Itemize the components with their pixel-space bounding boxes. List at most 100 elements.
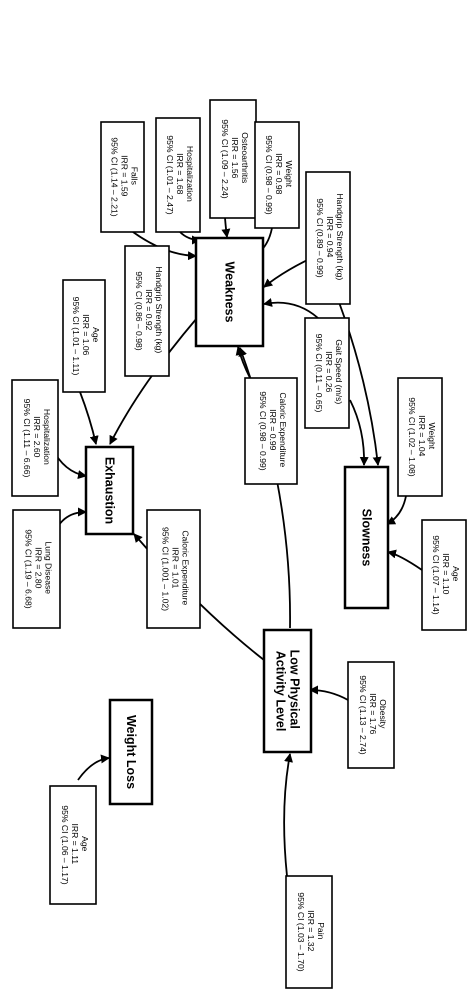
factor-hosp-weak-ci: 95% CI (1.01 – 2.47) <box>165 135 175 214</box>
factor-falls-name: Falls <box>130 167 140 185</box>
factor-osteo-name: Osteoarthritis <box>240 132 250 183</box>
factor-hospitalization-exhaustion: Hospitalization IRR = 2.60 95% CI (1.11 … <box>11 379 59 497</box>
factor-handgrip-exh-name: Handgrip Strength (kg) <box>154 266 164 353</box>
factor-weight-slow-irr: IRR = 1.04 <box>417 415 427 457</box>
factor-hosp-exh-ci: 95% CI (1.11 – 6.66) <box>22 399 32 478</box>
factor-pain-name: Pain <box>316 922 326 939</box>
factor-caloric-weakness: Caloric Expenditure IRR = 0.99 95% CI (0… <box>244 377 298 485</box>
factor-handgrip-slow-name: Handgrip Strength (kg) <box>335 193 345 280</box>
factor-weight-slow-ci: 95% CI (1.02 – 1.08) <box>407 397 417 476</box>
svg-text:Falls IRR = 1.59 9: Falls IRR = 1.59 95% CI (1.14 – 2.21) <box>110 137 140 216</box>
factor-weight-weak-name: Weight <box>284 161 294 188</box>
svg-text:Weight IRR = 0.98: Weight IRR = 0.98 95% CI (0.98 – 0.99) <box>264 135 294 214</box>
factor-age-slow-irr: IRR = 1.10 <box>441 553 451 595</box>
node-exhaustion-label: Exhaustion <box>103 457 117 524</box>
factor-lung-irr: IRR = 2.80 <box>34 547 44 589</box>
factor-age-exh-name: Age <box>91 327 101 343</box>
factor-obesity-name: Obesity <box>378 699 388 729</box>
factor-caloric-exhaustion: Caloric Expenditure IRR = 1.01 95% CI (1… <box>146 509 201 629</box>
factor-handgrip-exh-ci: 95% CI (0.86 – 0.98) <box>134 271 144 350</box>
svg-text:Handgrip Strength (kg): Handgrip Strength (kg) IRR = 0.94 95% CI… <box>315 193 345 282</box>
factor-obesity-irr: IRR = 1.76 <box>368 693 378 735</box>
node-weight-loss: Weight Loss <box>108 698 154 806</box>
factor-caloric-exh-irr: IRR = 1.01 <box>171 547 181 589</box>
edge-age-weightloss <box>77 754 110 781</box>
factor-gait-ci: 95% CI (0.11 – 0.65) <box>314 334 324 413</box>
factor-age-slow-name: Age <box>451 566 461 582</box>
factor-obesity-ci: 95% CI (1.13 – 2.74) <box>358 675 368 754</box>
edge-gait-slowness <box>349 399 369 466</box>
svg-text:Caloric Expenditure IRR: Caloric Expenditure IRR = 0.99 95% CI (0… <box>258 391 288 470</box>
factor-caloric-exh-name: Caloric Expenditure <box>181 530 191 605</box>
factor-age-exhaustion: Age IRR = 1.06 95% CI (1.01 – 1.11) <box>62 279 106 393</box>
factor-hosp-weak-irr: IRR = 1.68 <box>175 153 185 195</box>
svg-text:Lung Disease IRR = 2.80: Lung Disease IRR = 2.80 95% CI (1.19 – 6… <box>24 529 54 608</box>
node-lpa-label-line2: Activity Level <box>274 651 288 732</box>
svg-text:Age IRR = 1.06 95%: Age IRR = 1.06 95% CI (1.01 – 1.11) <box>71 297 101 376</box>
node-slowness-label: Slowness <box>360 509 374 567</box>
factor-obesity: Obesity IRR = 1.76 95% CI (1.13 – 2.74) <box>347 661 395 769</box>
node-lpa-label-line1: Low Physical <box>288 650 302 729</box>
factor-age-weight-loss: Age IRR = 1.11 95% CI (1.06 – 1.17) <box>49 785 97 905</box>
factor-age-slowness: Age IRR = 1.10 95% CI (1.07 – 1.14) <box>421 519 467 631</box>
factor-osteo-irr: IRR = 1.56 <box>230 137 240 179</box>
factor-gait-speed: Gait Speed (m/s) IRR = 0.26 95% CI (0.11… <box>304 317 350 429</box>
factor-weight-slow-name: Weight <box>427 423 437 450</box>
node-weight-loss-label: Weight Loss <box>124 715 138 789</box>
edge-age-exhaustion <box>79 391 99 445</box>
factor-gait-name: Gait Speed (m/s) <box>334 339 344 404</box>
factor-caloric-exh-ci: 95% CI (1.001 – 1.02) <box>161 527 171 611</box>
factor-handgrip-slow-ci: 95% CI (0.89 – 0.99) <box>315 198 325 277</box>
svg-text:Hospitalization IRR = 1.: Hospitalization IRR = 1.68 95% CI (1.01 … <box>165 135 195 214</box>
svg-text:Caloric Expenditure IRR: Caloric Expenditure IRR = 1.01 95% CI (1… <box>161 527 191 611</box>
factor-age-exh-ci: 95% CI (1.01 – 1.11) <box>71 297 81 376</box>
factor-pain-irr: IRR = 1.32 <box>306 910 316 952</box>
svg-text:Osteoarthritis IRR = 1.5: Osteoarthritis IRR = 1.56 95% CI (1.09 –… <box>220 119 250 198</box>
factor-hospitalization-weakness: Hospitalization IRR = 1.68 95% CI (1.01 … <box>155 117 201 233</box>
factor-age-slow-ci: 95% CI (1.07 – 1.14) <box>431 535 441 614</box>
factor-hosp-exh-irr: IRR = 2.60 <box>32 416 42 458</box>
factor-caloric-weak-irr: IRR = 0.99 <box>268 409 278 451</box>
factor-handgrip-exhaustion: Handgrip Strength (kg) IRR = 0.92 95% CI… <box>124 245 170 377</box>
edge-pain-lpa <box>283 753 293 877</box>
factor-age-wl-irr: IRR = 1.11 <box>70 823 80 864</box>
svg-text:Obesity IRR = 1.76: Obesity IRR = 1.76 95% CI (1.13 – 2.74) <box>358 675 388 754</box>
edge-age-slowness <box>387 549 423 571</box>
factor-hosp-exh-name: Hospitalization <box>42 409 52 465</box>
svg-text:Age IRR = 1.11 95%: Age IRR = 1.11 95% CI (1.06 – 1.17) <box>60 805 90 884</box>
svg-text:Age IRR = 1.10 95%: Age IRR = 1.10 95% CI (1.07 – 1.14) <box>431 535 461 614</box>
edge-weakness-exhaustion <box>109 317 198 445</box>
factor-handgrip-slowness: Handgrip Strength (kg) IRR = 0.94 95% CI… <box>305 171 351 305</box>
factor-handgrip-slow-irr: IRR = 0.94 <box>325 216 335 258</box>
edge-weight-slowness <box>386 495 407 525</box>
factor-weight-weak-ci: 95% CI (0.98 – 0.99) <box>264 135 274 214</box>
edge-osteoarthritis-weakness <box>221 217 231 238</box>
factor-weight-slowness: Weight IRR = 1.04 95% CI (1.02 – 1.08) <box>397 377 443 497</box>
svg-text:Weight IRR = 1.04: Weight IRR = 1.04 95% CI (1.02 – 1.08) <box>407 397 437 476</box>
factor-pain: Pain IRR = 1.32 95% CI (1.03 – 1.70) <box>285 875 333 989</box>
factor-lung-disease: Lung Disease IRR = 2.80 95% CI (1.19 – 6… <box>12 509 61 629</box>
factor-lung-name: Lung Disease <box>44 542 54 595</box>
svg-text:Low Physical Activity Le: Low Physical Activity Level <box>274 650 302 733</box>
node-low-physical-activity: Low Physical Activity Level <box>262 628 313 754</box>
factor-lung-ci: 95% CI (1.19 – 6.68) <box>24 529 34 608</box>
svg-text:Gait Speed (m/s) IRR =: Gait Speed (m/s) IRR = 0.26 95% CI (0.11… <box>314 334 344 413</box>
factor-osteo-ci: 95% CI (1.09 – 2.24) <box>220 119 230 198</box>
edge-obesity-lpa <box>309 685 349 701</box>
node-slowness: Slowness <box>343 465 390 610</box>
factor-falls-ci: 95% CI (1.14 – 2.21) <box>110 137 120 216</box>
factor-hosp-weak-name: Hospitalization <box>185 146 195 202</box>
factor-age-wl-name: Age <box>80 836 90 852</box>
factor-pain-ci: 95% CI (1.03 – 1.70) <box>296 892 306 971</box>
svg-text:Handgrip Strength (kg): Handgrip Strength (kg) IRR = 0.92 95% CI… <box>134 266 164 355</box>
factor-falls-irr: IRR = 1.59 <box>120 155 130 197</box>
svg-text:Hospitalization IRR = 2.: Hospitalization IRR = 2.60 95% CI (1.11 … <box>22 399 52 478</box>
factor-caloric-weak-name: Caloric Expenditure <box>278 392 288 467</box>
factor-caloric-weak-ci: 95% CI (0.98 – 0.99) <box>258 391 268 470</box>
node-exhaustion: Exhaustion <box>84 445 135 536</box>
edge-gait-weakness <box>263 298 319 319</box>
svg-text:Pain IRR = 1.32 95: Pain IRR = 1.32 95% CI (1.03 – 1.70) <box>296 892 326 971</box>
factor-osteoarthritis: Osteoarthritis IRR = 1.56 95% CI (1.09 –… <box>209 99 257 219</box>
factor-weight-weak-irr: IRR = 0.98 <box>274 153 284 195</box>
